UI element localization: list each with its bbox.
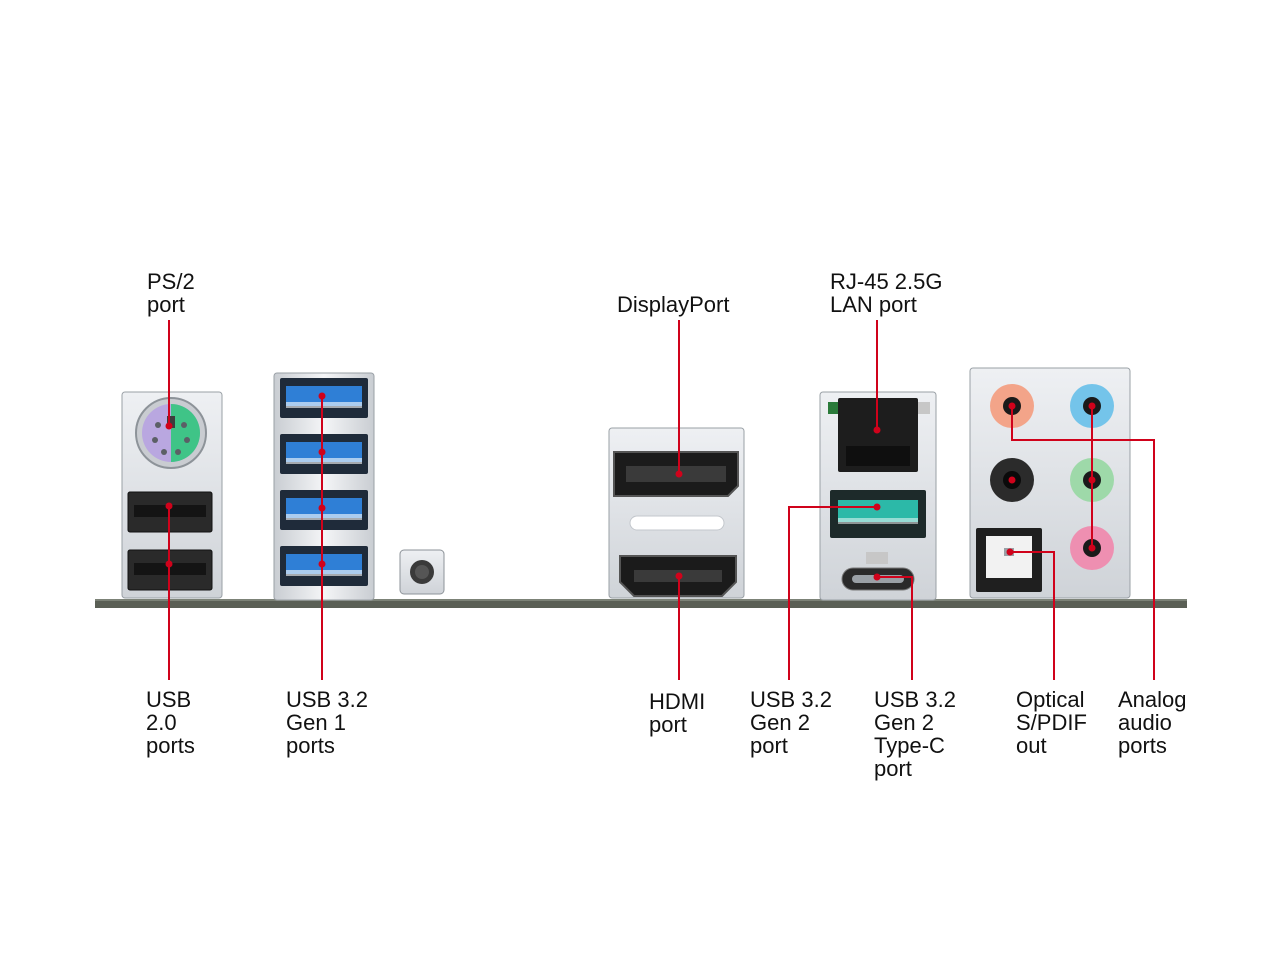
leader-lines	[168, 320, 1155, 680]
ps2-usb2-module	[121, 391, 223, 599]
audio-module	[969, 367, 1131, 599]
leader-usb32gen2	[788, 506, 877, 680]
small-button	[399, 549, 445, 595]
lan-usb-module	[819, 391, 937, 601]
displayport-label: DisplayPort	[617, 292, 730, 317]
leader-usb32gen2c	[877, 576, 913, 680]
video-module	[608, 427, 745, 599]
motherboard-edge	[95, 599, 1187, 608]
leader-optical	[1010, 551, 1055, 680]
optical-port	[976, 528, 1042, 592]
leader-dots	[165, 392, 1096, 581]
